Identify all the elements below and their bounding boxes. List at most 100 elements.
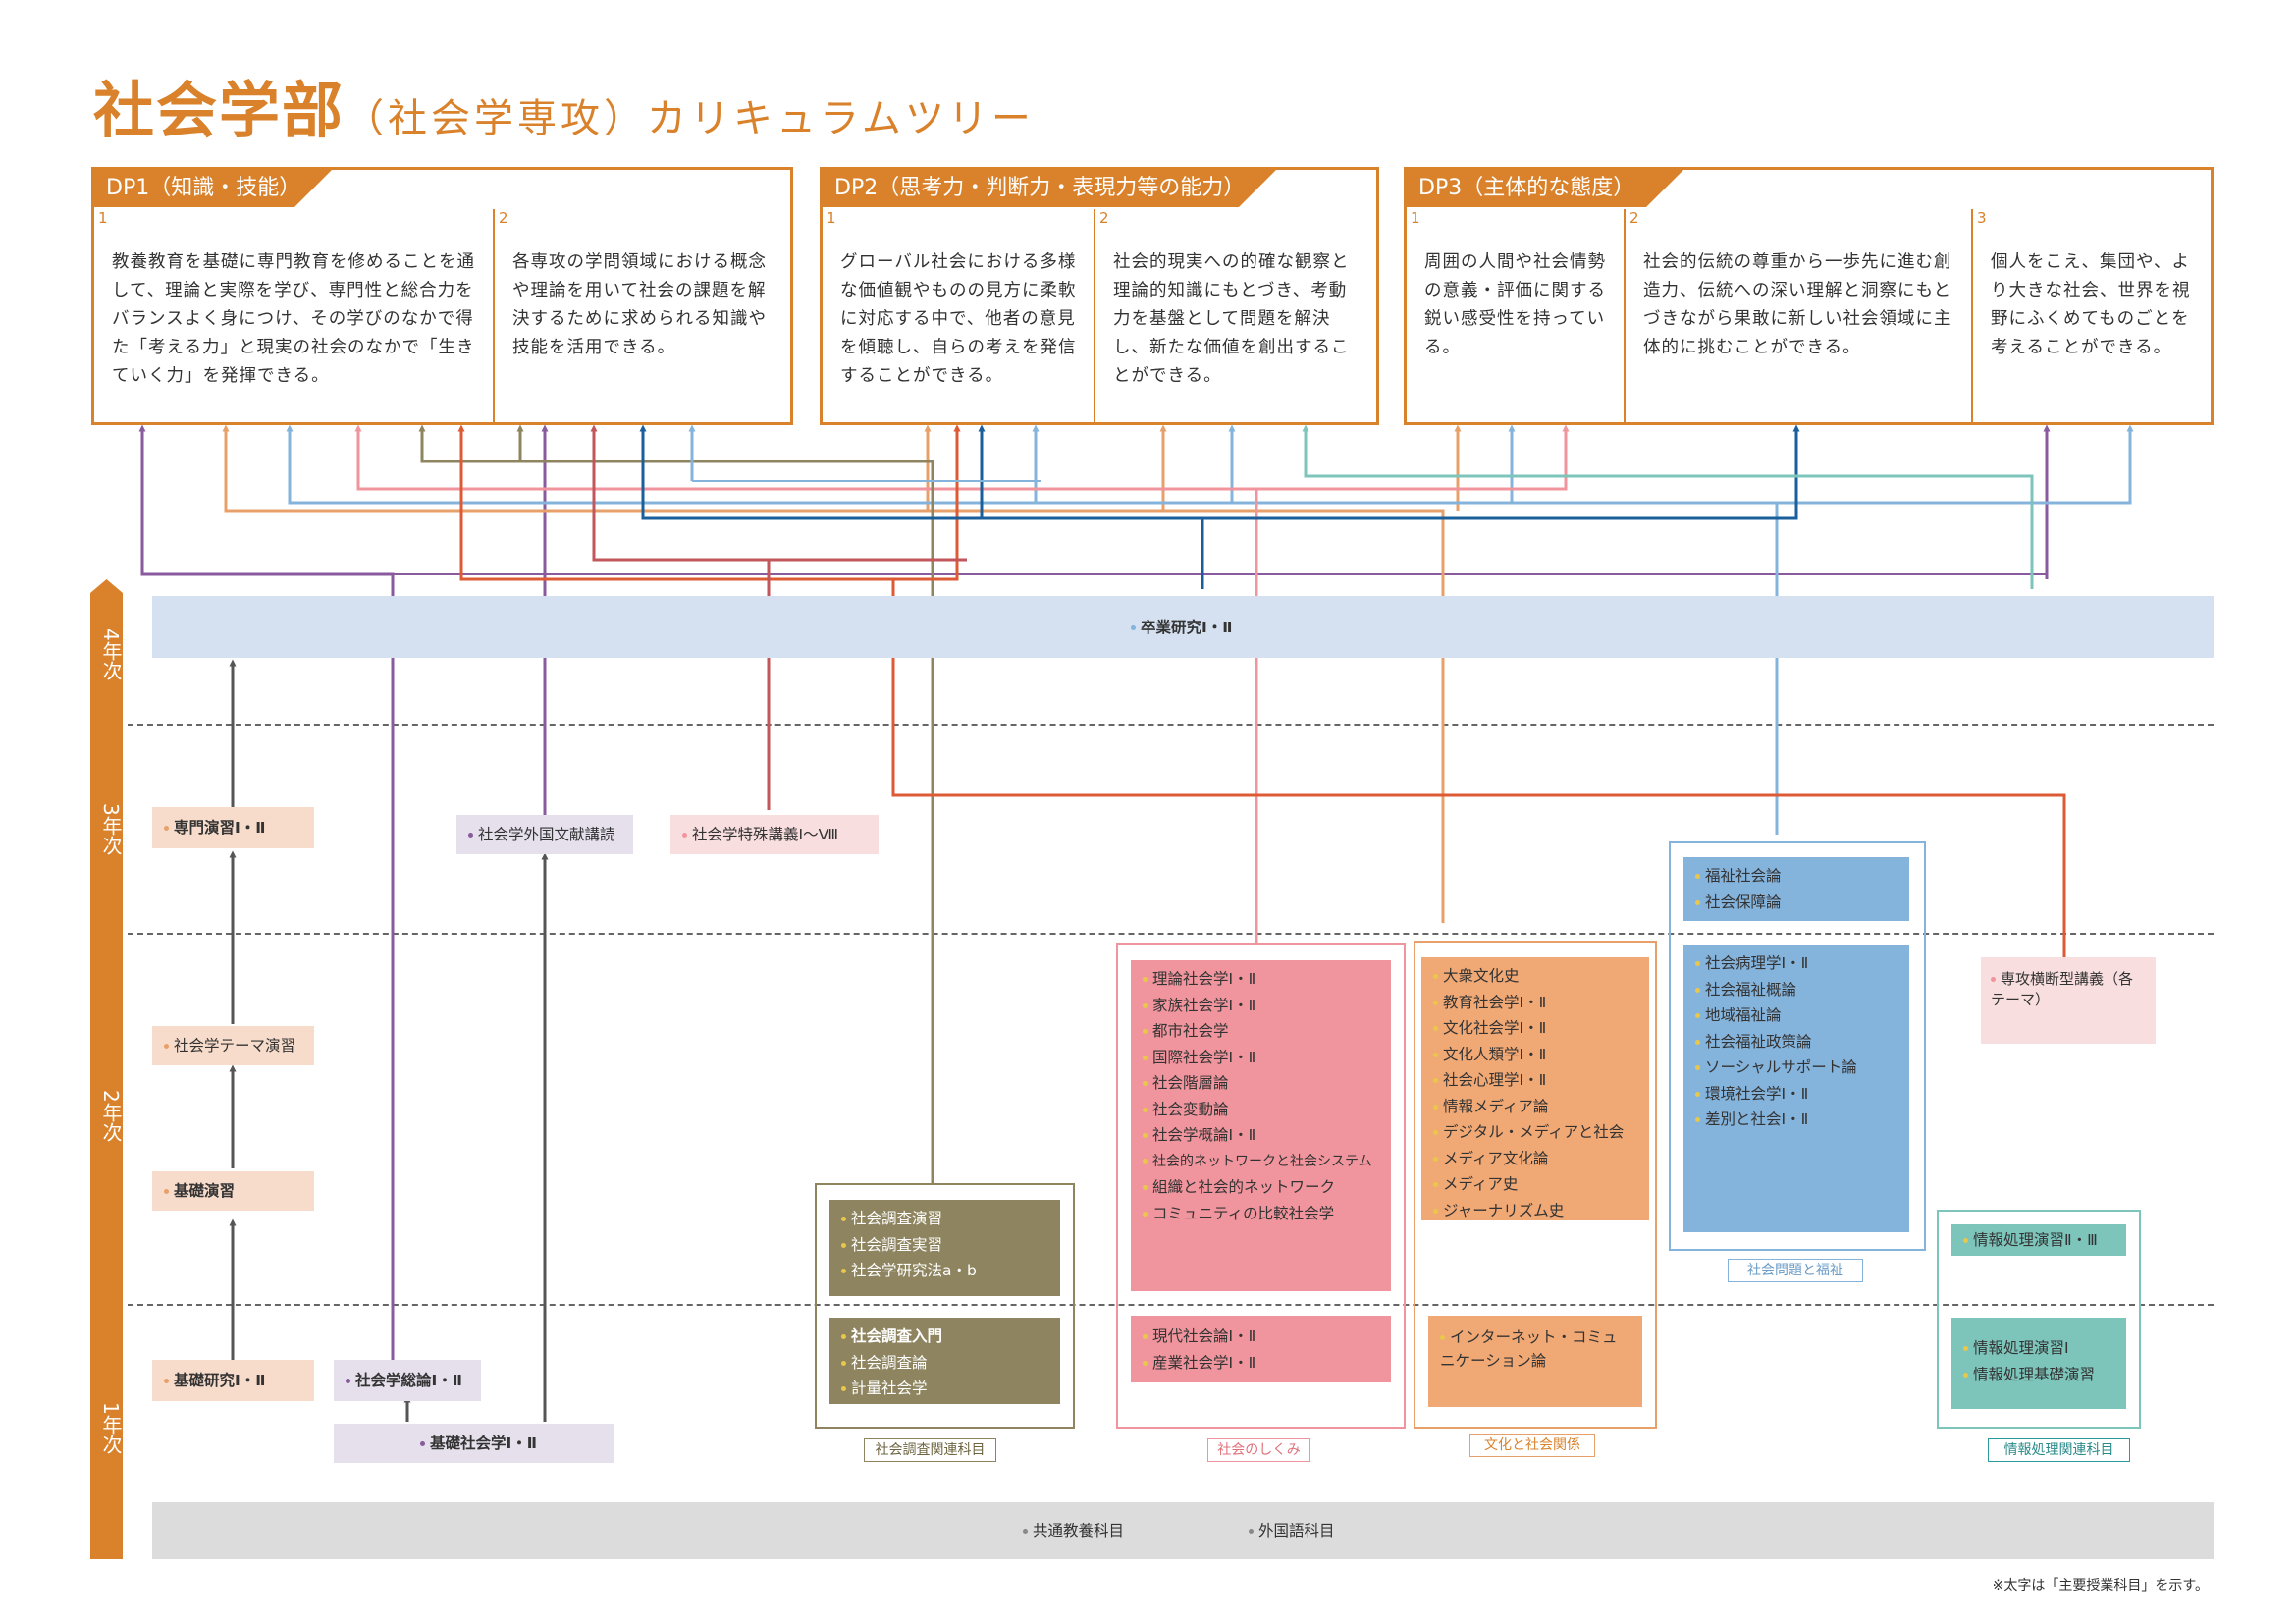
dot-icon [1695,1091,1700,1097]
course-theme-enshu-label: 社会学テーマ演習 [174,1037,296,1055]
dot-icon [420,1441,425,1446]
group-chosa-upper: 社会調査演習 社会調査実習 社会学研究法a・b [829,1200,1060,1296]
fukushi-top-item-2-label: 社会保障論 [1705,893,1782,911]
joho-upper-item-1-label: 情報処理演習Ⅱ・Ⅲ [1973,1231,2098,1249]
dot-icon [1143,1159,1148,1164]
bunka-item-3-label: 文化社会学Ⅰ・Ⅱ [1443,1019,1547,1037]
bunka-item-3: 文化社会学Ⅰ・Ⅱ [1433,1015,1637,1042]
group-fukushi-caption: 社会問題と福祉 [1728,1259,1863,1282]
course-kiso-shakaigaku-label: 基礎社会学Ⅰ・Ⅱ [430,1435,537,1452]
chosa-lower-item-3: 計量社会学 [841,1376,1048,1402]
course-kiso-kenkyu: 基礎研究Ⅰ・Ⅱ [152,1360,314,1401]
dot-icon [346,1379,350,1383]
group-shikumi-caption: 社会のしくみ [1207,1438,1310,1462]
dot-icon [1433,1078,1438,1083]
dot-icon [841,1242,846,1248]
dot-icon [682,833,687,838]
dp3-cell-3: 3 個人をこえ、集団や、より大きな社会、世界を視野にふくめてものごとを考えること… [1971,209,2211,422]
dot-icon [1695,987,1700,993]
bunka-item-4: 文化人類学Ⅰ・Ⅱ [1433,1042,1637,1068]
course-theme-enshu: 社会学テーマ演習 [152,1026,314,1065]
dot-icon [1143,1081,1148,1086]
line-teal-1 [1302,424,2034,589]
dot-icon [1143,1029,1148,1034]
title-main: 社会学部 [93,75,346,146]
dp2-cell-1-num: 1 [827,209,836,227]
bunka-item-10: ジャーナリズム史 [1433,1198,1637,1224]
shikumi-item-3: 都市社会学 [1143,1018,1379,1045]
shikumi-item-2: 家族社会学Ⅰ・Ⅱ [1143,993,1379,1019]
line-navy-3 [1202,424,1800,520]
chosa-lower-item-2: 社会調査論 [841,1350,1048,1377]
dp1-cell-1-text: 教養教育を基礎に専門教育を修めることを通して、理論と実際を学び、専門性と総合力を… [112,252,475,386]
group-shikumi-lower: 現代社会論Ⅰ・Ⅱ 産業社会学Ⅰ・Ⅱ [1131,1316,1391,1382]
dp1-box: DP1（知識・技能） 1 教養教育を基礎に専門教育を修めることを通して、理論と実… [91,167,793,425]
bunka-item-7: デジタル・メディアと社会 [1433,1119,1637,1146]
title-sub: 社会学専攻 [388,96,605,141]
group-bunka-lower: インターネット・コミュニケーション論 [1428,1316,1642,1407]
group-fukushi-top: 福祉社会論 社会保障論 [1683,857,1909,921]
footnote: ※太字は「主要授業科目」を示す。 [1992,1578,2209,1594]
bunka-item-2: 教育社会学Ⅰ・Ⅱ [1433,990,1637,1016]
dp2-cell-2-num: 2 [1099,209,1109,227]
dot-icon [1433,1052,1438,1057]
dot-icon [164,1189,169,1194]
group-joho-lower: 情報処理演習Ⅰ 情報処理基礎演習 [1951,1318,2126,1409]
dp2-header: DP2（思考力・判断力・表現力等の能力） [823,170,1276,207]
graduation-band [152,596,2214,658]
dot-icon [841,1217,846,1221]
dot-icon [841,1334,846,1339]
course-tokushu-kogi-label: 社会学特殊講義Ⅰ～Ⅷ [692,826,838,843]
fukushi-top-item-2: 社会保障論 [1695,890,1897,916]
dot-icon [1963,1346,1968,1351]
group-joho-frame [1937,1210,2141,1429]
joho-lower-item-2-label: 情報処理基礎演習 [1973,1365,2096,1383]
fukushi-item-4: 社会福祉政策論 [1695,1029,1897,1056]
chosa-upper-item-2-label: 社会調査実習 [851,1235,943,1254]
shikumi-item-4: 国際社会学Ⅰ・Ⅱ [1143,1045,1379,1071]
dot-icon [1695,961,1700,966]
dp3-cell-1-text: 周囲の人間や社会情勢の意義・評価に関する鋭い感受性を持っている。 [1424,252,1606,357]
group-chosa-caption: 社会調査関連科目 [864,1438,996,1462]
dot-icon [164,1379,169,1383]
fukushi-item-1: 社会病理学Ⅰ・Ⅱ [1695,950,1897,977]
bunka-item-6: 情報メディア論 [1433,1094,1637,1120]
group-joho-upper: 情報処理演習Ⅱ・Ⅲ [1951,1224,2126,1256]
dp3-cell-3-num: 3 [1977,209,1987,227]
course-sokuron-label: 社会学総論Ⅰ・Ⅱ [355,1372,462,1389]
fukushi-item-2: 社会福祉概論 [1695,977,1897,1003]
dot-icon [1433,1026,1438,1031]
year-label-1: 1年次 [99,1401,123,1454]
dot-icon [1143,1211,1148,1217]
divider-2-1 [128,1304,2214,1306]
dot-icon [841,1269,846,1273]
bunka-lower-item-1-label: インターネット・コミュニケーション論 [1440,1328,1618,1370]
dot-icon [1695,1013,1700,1018]
bunka-item-1: 大衆文化史 [1433,963,1637,990]
page-title: 社会学部（社会学専攻）カリキュラムツリー [93,61,1035,149]
group-bunka-caption: 文化と社会関係 [1469,1434,1595,1457]
dot-icon [1433,1130,1438,1135]
dot-icon [1143,977,1148,982]
dot-icon [1131,625,1136,630]
dot-icon [1143,1334,1148,1339]
fukushi-item-6: 環境社会学Ⅰ・Ⅱ [1695,1081,1897,1108]
bunka-item-7-label: デジタル・メディアと社会 [1443,1123,1625,1141]
bunka-item-1-label: 大衆文化史 [1443,967,1520,985]
bunka-item-9-label: メディア史 [1443,1175,1519,1193]
dot-icon [1143,1133,1148,1138]
dot-icon [1695,1039,1700,1045]
dot-icon [1963,1372,1968,1378]
dot-icon [1433,1000,1438,1005]
shikumi-lower-item-2: 産業社会学Ⅰ・Ⅱ [1143,1350,1379,1377]
dp2-cell-1-text: グローバル社会における多様な価値観やものの見方に柔軟に対応する中で、他者の意見を… [840,252,1077,386]
line-red-1 [457,424,2066,962]
year-label-2: 2年次 [99,1089,123,1142]
course-kiso-enshu-label: 基礎演習 [174,1182,236,1200]
shikumi-item-2-label: 家族社会学Ⅰ・Ⅱ [1152,996,1256,1014]
dot-icon [1440,1335,1445,1340]
shikumi-item-8: 社会的ネットワークと社会システム [1143,1149,1379,1175]
common-band [152,1502,2214,1559]
line-crimson-1 [590,424,771,810]
